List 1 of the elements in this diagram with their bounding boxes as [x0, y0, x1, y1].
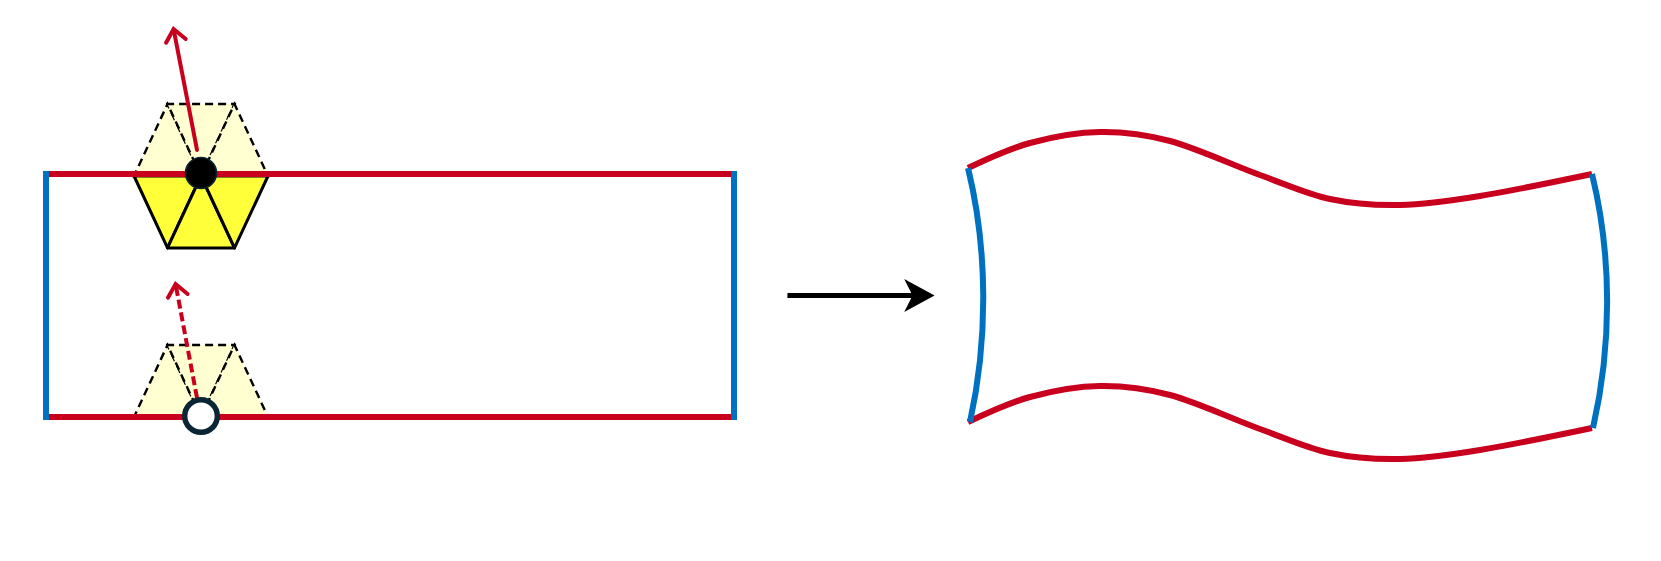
deformed-domain: [965, 128, 1611, 463]
